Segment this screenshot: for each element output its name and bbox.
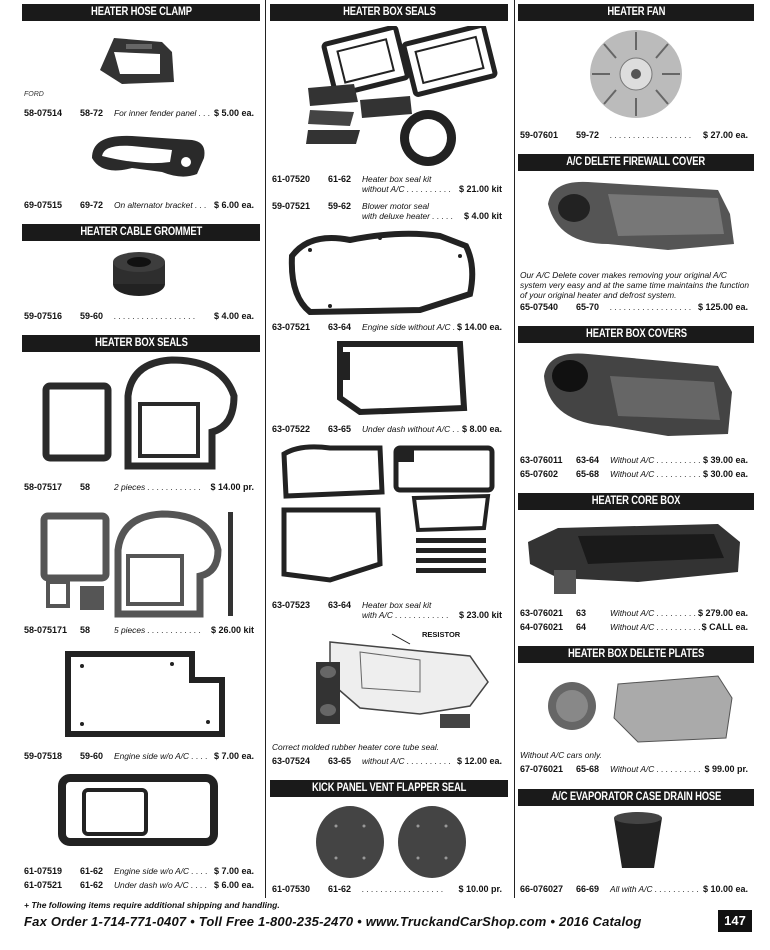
section-header-heater-fan: HEATER FAN xyxy=(518,4,754,21)
ac-delete-cover-image xyxy=(548,181,734,250)
heater-box-seal-5pc-image xyxy=(40,510,233,618)
heater-box-delete-plates-image xyxy=(548,675,733,743)
svg-text:FORD: FORD xyxy=(24,91,44,98)
heater-core-tube-seal-diagram xyxy=(316,633,489,728)
column-divider-right xyxy=(514,0,515,898)
heater-box-cover-image xyxy=(544,353,732,436)
footer-contact-line: Fax Order 1-714-771-0407 • Toll Free 1-8… xyxy=(24,914,642,929)
engine-side-seal-image xyxy=(65,651,225,737)
plus-icon: + xyxy=(24,900,32,910)
section-header-ac-evaporator-drain-hose: A/C EVAPORATOR CASE DRAIN HOSE xyxy=(518,789,754,806)
engine-side-seal-63-image xyxy=(288,230,476,316)
drain-hose-image xyxy=(614,812,662,868)
section-header-heater-box-delete-plates: HEATER BOX DELETE PLATES xyxy=(518,646,754,663)
alternator-bracket-clamp-image xyxy=(92,135,205,177)
product-row: with A/C . . . . . . . . . . . .$ 23.00 … xyxy=(362,610,502,620)
resistor-label: RESISTOR xyxy=(422,630,461,639)
delete-plates-note: Without A/C cars only. xyxy=(520,750,602,760)
heater-fan-image xyxy=(590,30,682,118)
heater-box-seal-kit-image xyxy=(306,26,498,166)
heater-box-seal-2pc-image xyxy=(42,356,238,470)
section-header-heater-box-seals-2: HEATER BOX SEALS xyxy=(270,4,508,21)
page-number: 147 xyxy=(718,910,752,932)
kick-panel-flapper-seal-image xyxy=(316,806,466,878)
section-header-kick-panel-vent-flapper-seal: KICK PANEL VENT FLAPPER SEAL xyxy=(270,780,508,797)
section-header-heater-box-covers: HEATER BOX COVERS xyxy=(518,326,754,343)
section-header-heater-hose-clamp: HEATER HOSE CLAMP xyxy=(22,4,260,21)
ac-delete-note: Our A/C Delete cover makes removing your… xyxy=(520,270,750,300)
heater-core-box-image xyxy=(528,524,740,594)
product-row: without A/C . . . . . . . . . .$ 21.00 k… xyxy=(362,184,502,194)
section-header-heater-cable-grommet: HEATER CABLE GROMMET xyxy=(22,224,260,241)
column-divider-left xyxy=(265,0,266,898)
product-row: with deluxe heater . . . . .$ 4.00 kit xyxy=(362,211,502,221)
footnote: + The following items require additional… xyxy=(24,900,280,910)
section-header-heater-core-box: HEATER CORE BOX xyxy=(518,493,754,510)
engine-side-seal-61-image xyxy=(58,774,218,846)
heater-box-seal-kit-ac-image xyxy=(281,444,495,583)
heater-hose-clamp-image: FORD xyxy=(24,38,174,98)
molded-seal-note: Correct molded rubber heater core tube s… xyxy=(272,742,440,752)
under-dash-seal-63-image xyxy=(337,341,468,416)
section-header-ac-delete-firewall-cover: A/C DELETE FIREWALL COVER xyxy=(518,154,754,171)
cable-grommet-image xyxy=(113,252,165,296)
section-header-heater-box-seals: HEATER BOX SEALS xyxy=(22,335,260,352)
